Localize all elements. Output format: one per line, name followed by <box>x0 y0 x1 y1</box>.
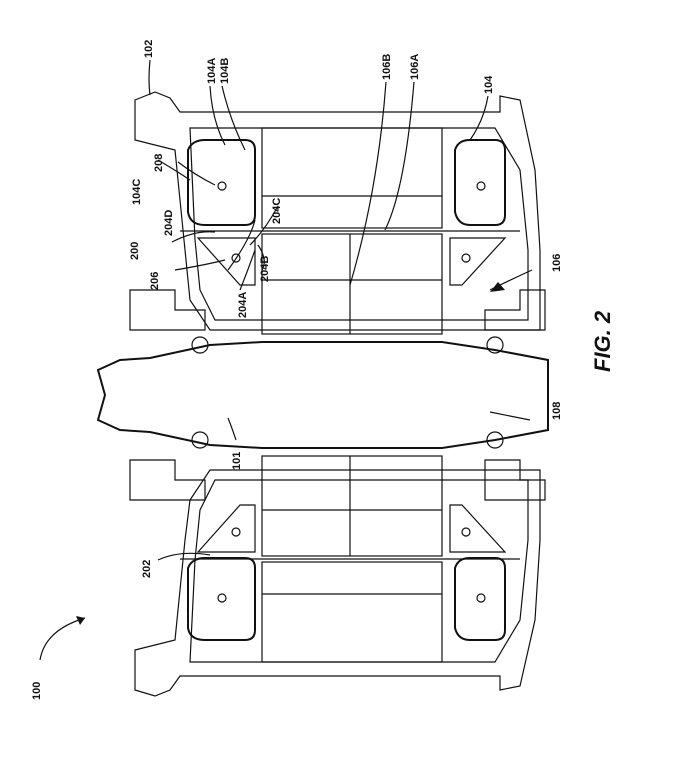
bearing-housing <box>130 290 545 500</box>
label-200: 200 <box>129 242 141 260</box>
label-102: 102 <box>143 40 155 58</box>
label-104B: 104B <box>219 58 231 84</box>
label-101: 101 <box>231 452 243 470</box>
label-104: 104 <box>483 75 495 94</box>
shaft <box>98 342 548 448</box>
arrow-100 <box>40 616 85 660</box>
label-108: 108 <box>551 402 563 420</box>
bearing <box>192 337 503 448</box>
figure-title: FIG. 2 <box>590 310 615 372</box>
label-104C: 104C <box>131 179 143 205</box>
label-106: 106 <box>551 254 563 272</box>
leader-lines <box>149 60 532 560</box>
label-208: 208 <box>153 154 165 172</box>
label-204D: 204D <box>163 210 175 236</box>
label-204B: 204B <box>259 256 271 282</box>
label-106A: 106A <box>409 54 421 80</box>
label-204C: 204C <box>271 198 283 224</box>
label-106B: 106B <box>381 54 393 80</box>
end-winding <box>188 140 505 640</box>
label-104A: 104A <box>206 58 218 84</box>
label-206: 206 <box>149 272 161 290</box>
end-ring <box>198 238 505 552</box>
stator-core <box>262 128 442 662</box>
label-202: 202 <box>141 560 153 578</box>
rotor-core <box>262 234 442 556</box>
label-100: 100 <box>31 682 43 700</box>
label-204A: 204A <box>237 292 249 318</box>
